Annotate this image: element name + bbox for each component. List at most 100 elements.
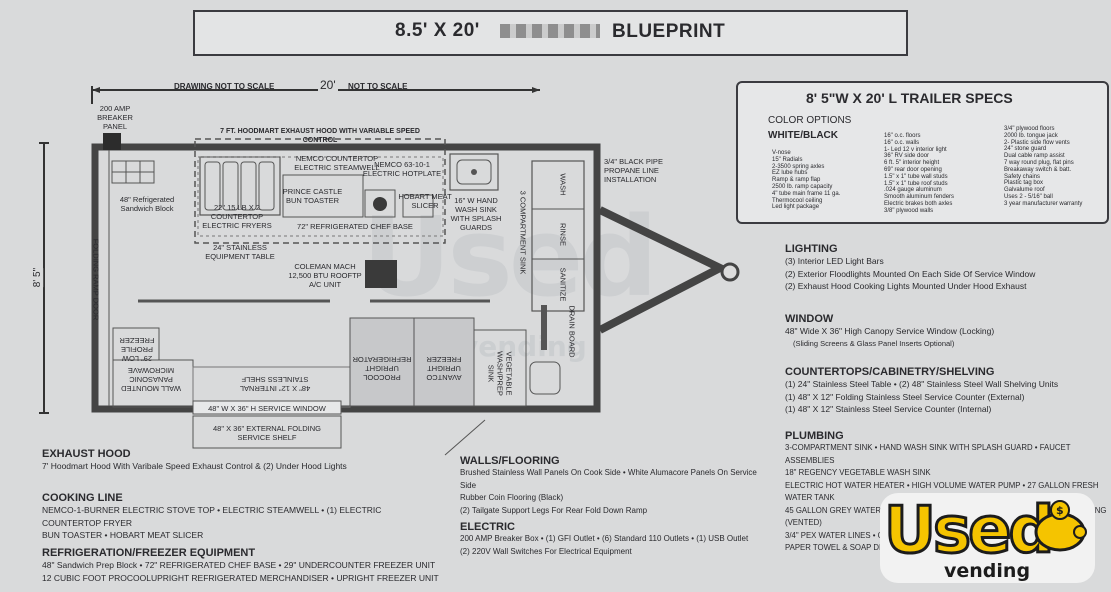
list-item: (2) Tailgate Support Legs For Rear Fold … xyxy=(460,505,648,515)
spec-item: 3/8" plywood walls xyxy=(884,207,934,214)
hand-wash-label: 16" W HAND WASH SINK WITH SPLASH GUARDS xyxy=(450,196,502,232)
list-item: (1) 24" Stainless Steel Table • (2) 48" … xyxy=(785,379,1059,389)
spec-item: 69" rear door opening xyxy=(884,166,942,173)
service-shelf-label: 48" X 36" EXTERNAL FOLDING SERVICE SHELF xyxy=(213,424,321,442)
color-options-value: WHITE/BLACK xyxy=(768,130,838,141)
list-item: (Sliding Screens & Glass Panel Inserts O… xyxy=(793,338,955,348)
propane-label: 3/4" BLACK PIPE PROPANE LINE INSTALLATIO… xyxy=(604,157,663,184)
scale-note-left: DRAWING NOT TO SCALE xyxy=(174,82,275,91)
list-item: (1) 48" X 12" Stainless Steel Service Co… xyxy=(785,404,992,414)
title-dimensions: 8.5' X 20' xyxy=(395,20,480,41)
comp-sink-label: 3 COMPARTMENT SINK xyxy=(518,190,528,275)
spec-item: Galvalume roof xyxy=(1004,187,1045,194)
spec-item: Thermocool ceiling xyxy=(772,197,823,204)
upright-freezer-label: AVANTCO UPRIGHT FREEZER xyxy=(426,355,462,382)
section-heading: ELECTRIC xyxy=(460,521,515,533)
spec-item: Uses 2 - 5/16" ball xyxy=(1004,193,1053,200)
spec-item: 1.5" x 1" tube roof studs xyxy=(884,180,948,187)
list-item: (2) Exterior Floodlights Mounted On Each… xyxy=(785,268,1036,279)
list-item: NEMCO-1-BURNER ELECTRIC STOVE TOP • ELEC… xyxy=(42,505,382,528)
fryers-label: 22" 15 LB X 2 COUNTERTOP ELECTRIC FRYERS xyxy=(202,203,272,230)
list-item: 200 AMP Breaker Box • (1) GFI Outlet • (… xyxy=(460,534,749,543)
wash-label: WASH xyxy=(558,173,568,196)
logo-sub: vending xyxy=(944,560,1031,582)
list-item: BUN TOASTER • HOBART MEAT SLICER xyxy=(42,530,204,540)
spec-item: Ramp & ramp flap xyxy=(772,177,821,184)
slicer-label: HOBART MEAT SLICER xyxy=(398,192,452,210)
spec-item: V-nose xyxy=(772,150,791,156)
hood-label: 7 FT. HOODMART EXHAUST HOOD WITH VARIABL… xyxy=(220,128,420,144)
walls-section: WALLS/FLOORING Brushed Stainless Wall Pa… xyxy=(460,455,775,517)
spec-item: 16" o.c. walls xyxy=(884,139,920,146)
section-heading: PLUMBING xyxy=(785,430,844,442)
section-heading: COOKING LINE xyxy=(42,492,123,504)
spec-item: Led light package xyxy=(772,204,820,211)
spec-item: 2- Plastic side flow vents xyxy=(1004,139,1070,146)
service-window-label: 48" W X 36" H SERVICE WINDOW xyxy=(208,404,326,413)
spec-item: EZ lube hubs xyxy=(772,170,808,177)
refrigerator-label: PROCOOL UPRIGHT REFRIGERATOR xyxy=(352,355,412,382)
specs-title: 8' 5"W X 20' L TRAILER SPECS xyxy=(806,90,1013,106)
list-item: Brushed Stainless Wall Panels On Cook Si… xyxy=(460,468,757,490)
section-heading: LIGHTING xyxy=(785,243,838,255)
list-item: 48" Wide X 36" High Canopy Service Windo… xyxy=(785,326,995,336)
section-heading: EXHAUST HOOD xyxy=(42,448,131,460)
spec-item: Plastic tag box xyxy=(1004,180,1044,187)
interior-shelf-label: 48" X 12" INTERNAL STAINLESS SHELF xyxy=(239,375,311,393)
spec-item: 3/4" plywood floors xyxy=(1004,126,1055,132)
spec-item: Smooth aluminum fenders xyxy=(884,194,955,201)
rinse-label: RINSE xyxy=(558,223,568,246)
ramp-door-label: FOLDING RAMP DOOR xyxy=(91,238,101,321)
ac-unit-label: COLEMAN MACH 12,500 BTU ROOFTP A/C UNIT xyxy=(288,262,362,289)
list-item: 3-COMPARTMENT SINK • HAND WASH SINK WITH… xyxy=(785,443,1071,465)
spec-item: 2500 lb. ramp capacity xyxy=(772,183,833,190)
list-item: 12 CUBIC FOOT PROCOOLUPRIGHT REFRIGERATE… xyxy=(42,572,439,583)
list-item: (1) 48" X 12" Folding Stainless Steel Se… xyxy=(785,391,1025,402)
drain-board-label: DRAIN BOARD xyxy=(567,305,577,358)
list-item: ELECTRIC HOT WATER HEATER • HIGH VOLUME … xyxy=(785,480,1099,503)
refrigeration-section: REFRIGERATION/FREEZER EQUIPMENT 48" Sand… xyxy=(42,547,442,584)
spec-item: 6 ft. 5" interior height xyxy=(884,160,940,167)
spec-item: 36" RV side door xyxy=(884,153,930,160)
spec-item: 7 way round plug, flat pins xyxy=(1004,159,1074,166)
spec-item: 2000 lb. tongue jack xyxy=(1004,132,1058,139)
spec-item: 1.5" x 1" tube wall studs xyxy=(884,173,948,180)
spec-item: Safety chains xyxy=(1004,173,1041,180)
section-heading: REFRIGERATION/FREEZER EQUIPMENT xyxy=(42,547,256,559)
watermark-vending: vending xyxy=(460,330,587,363)
freezer-label: 29" LOW PROFILE FREEZER xyxy=(119,336,155,363)
specs-column-1: V-nose 15" Radials 2-3500 spring axles E… xyxy=(772,150,882,211)
section-heading: WALLS/FLOORING xyxy=(460,455,560,467)
title-blueprint: BLUEPRINT xyxy=(612,21,726,42)
spec-item: .024 gauge aluminum xyxy=(884,187,942,194)
sanitize-label: SANITIZE xyxy=(558,267,568,302)
scale-length: 20' xyxy=(318,78,338,92)
trailer-specs-box xyxy=(736,81,1109,224)
electric-section: ELECTRIC 200 AMP Breaker Box • (1) GFI O… xyxy=(460,521,775,558)
toaster-label: PRINCE CASTLE BUN TOASTER xyxy=(282,187,343,205)
spec-item: 15" Radials xyxy=(772,156,803,163)
redaction-mark xyxy=(500,24,600,38)
specs-column-2: 16" o.c. floors 16" o.c. walls 1- Led 12… xyxy=(884,133,996,215)
list-item: 7' Hoodmart Hood With Varibale Speed Exh… xyxy=(42,461,347,471)
equip-table-label: 24" STAINLESS EQUIPMENT TABLE xyxy=(205,243,275,261)
spec-item: Dual cable ramp assist xyxy=(1004,153,1065,160)
spec-item: 3 year manufacturer warranty xyxy=(1004,200,1083,207)
breaker-panel-label: 200 AMP BREAKER PANEL xyxy=(97,104,133,131)
logo-word: Used xyxy=(882,493,1055,570)
svg-text:$: $ xyxy=(1056,504,1064,517)
spec-item: 24" stone guard xyxy=(1004,146,1047,153)
list-item: 18" REGENCY VEGETABLE WASH SINK xyxy=(785,468,931,477)
window-section: WINDOW 48" Wide X 36" High Canopy Servic… xyxy=(785,313,1105,350)
countertops-section: COUNTERTOPS/CABINETRY/SHELVING (1) 24" S… xyxy=(785,366,1105,416)
color-options-label: COLOR OPTIONS xyxy=(768,115,852,126)
spec-item: 16" o.c. floors xyxy=(884,133,921,139)
lighting-section: LIGHTING (3) Interior LED Light Bars (2)… xyxy=(785,243,1105,293)
width-dimension: 8' 5" xyxy=(32,267,44,288)
sandwich-block-label: 48" Refrigerated Sandwich Block xyxy=(119,195,175,213)
list-item: PAPER TOWEL & SOAP DISPE xyxy=(785,543,897,552)
list-item: (2) Exhaust Hood Cooking Lights Mounted … xyxy=(785,281,1027,291)
list-item: 48" Sandwich Prep Block • 72" REFRIGERAT… xyxy=(42,560,436,570)
microwave-label: WALL MOUNTED PANASONIC MICROWAVE xyxy=(121,366,181,393)
